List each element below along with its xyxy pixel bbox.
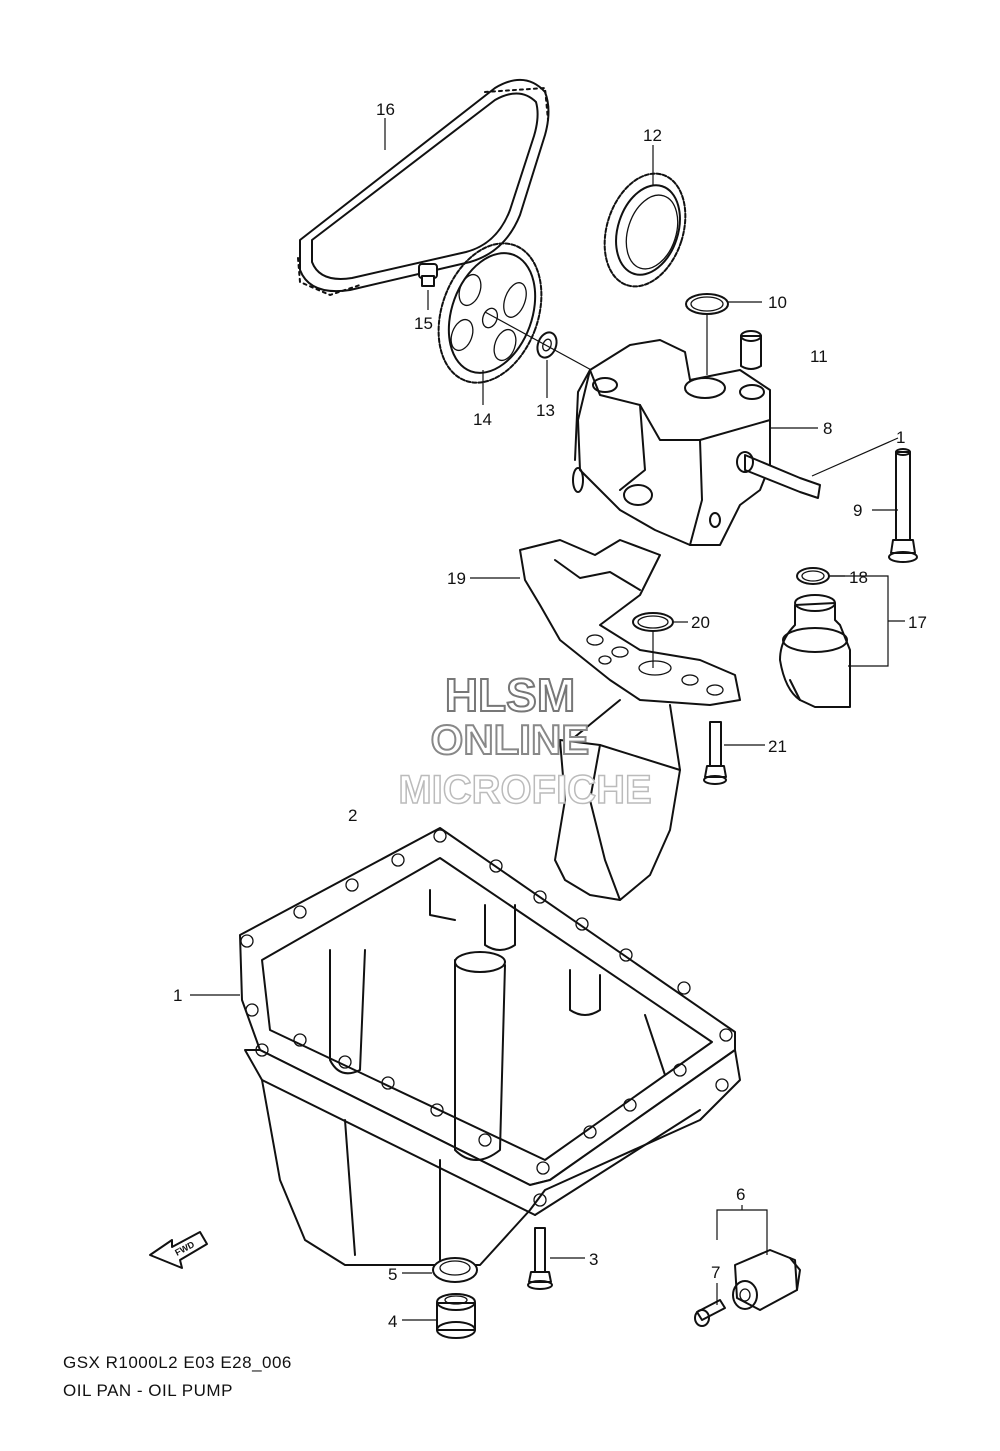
watermark-line-1: HLSM — [444, 668, 576, 722]
callout-2: 2 — [348, 806, 357, 825]
leader-lines — [190, 118, 905, 1321]
part-5-drain-plug-gasket[interactable] — [432, 1257, 478, 1283]
callout-15: 15 — [414, 314, 433, 333]
callout-16: 16 — [376, 100, 395, 119]
callout-labels: 16 12 10 11 15 8 1 13 14 9 18 19 20 17 2… — [173, 100, 927, 1331]
part-21-strainer-bolt[interactable] — [703, 721, 727, 785]
callout-5: 5 — [388, 1265, 397, 1284]
callout-10: 10 — [768, 293, 787, 312]
section-title: OIL PAN - OIL PUMP — [63, 1381, 233, 1400]
part-12-drive-sprocket[interactable] — [591, 163, 699, 297]
part-14-driven-sprocket[interactable] — [420, 229, 559, 397]
callout-7: 7 — [711, 1263, 720, 1282]
part-9-pump-mounting-bolt[interactable] — [888, 448, 918, 563]
callout-21: 21 — [768, 737, 787, 756]
callout-17: 17 — [908, 613, 927, 632]
part-15-sprocket-bolt[interactable] — [418, 263, 438, 287]
callout-1-top: 1 — [896, 428, 905, 447]
watermark-line-2: ONLINE — [430, 715, 591, 764]
part-1-oil-pan[interactable] — [239, 827, 741, 1266]
callout-1: 1 — [173, 986, 182, 1005]
callout-19: 19 — [447, 569, 466, 588]
callout-9: 9 — [853, 501, 862, 520]
callout-14: 14 — [473, 410, 492, 429]
part-7-screw[interactable] — [694, 1299, 726, 1327]
part-20-o-ring[interactable] — [632, 612, 674, 632]
part-4-drain-plug[interactable] — [436, 1293, 476, 1339]
callout-11: 11 — [810, 347, 828, 366]
callout-12: 12 — [643, 126, 662, 145]
model-code: GSX R1000L2 E03 E28_006 — [63, 1353, 292, 1372]
part-13-washer[interactable] — [534, 330, 560, 361]
callout-18: 18 — [849, 568, 868, 587]
part-11-dowel-pin[interactable] — [740, 330, 762, 370]
callout-6: 6 — [736, 1185, 745, 1204]
forward-direction-arrow: FWD — [149, 1231, 208, 1269]
callout-4: 4 — [388, 1312, 397, 1331]
part-6-oil-pressure-switch[interactable] — [732, 1249, 801, 1311]
callout-3: 3 — [589, 1250, 598, 1269]
part-18-o-ring[interactable] — [796, 567, 830, 585]
part-17-oil-pressure-regulator[interactable] — [779, 594, 851, 708]
callout-13: 13 — [536, 401, 555, 420]
part-16-oil-pump-drive-chain[interactable] — [297, 79, 550, 296]
callout-8: 8 — [823, 419, 832, 438]
part-8-oil-pump-assembly[interactable] — [572, 339, 821, 546]
part-2-oil-strainer-pickup[interactable] — [554, 699, 681, 901]
watermark-line-3: MICROFICHE — [398, 767, 653, 813]
part-10-o-ring[interactable] — [685, 293, 729, 315]
callout-20: 20 — [691, 613, 710, 632]
part-3-oil-pan-bolt[interactable] — [527, 1227, 553, 1290]
part-19-oil-strainer[interactable] — [519, 539, 741, 706]
